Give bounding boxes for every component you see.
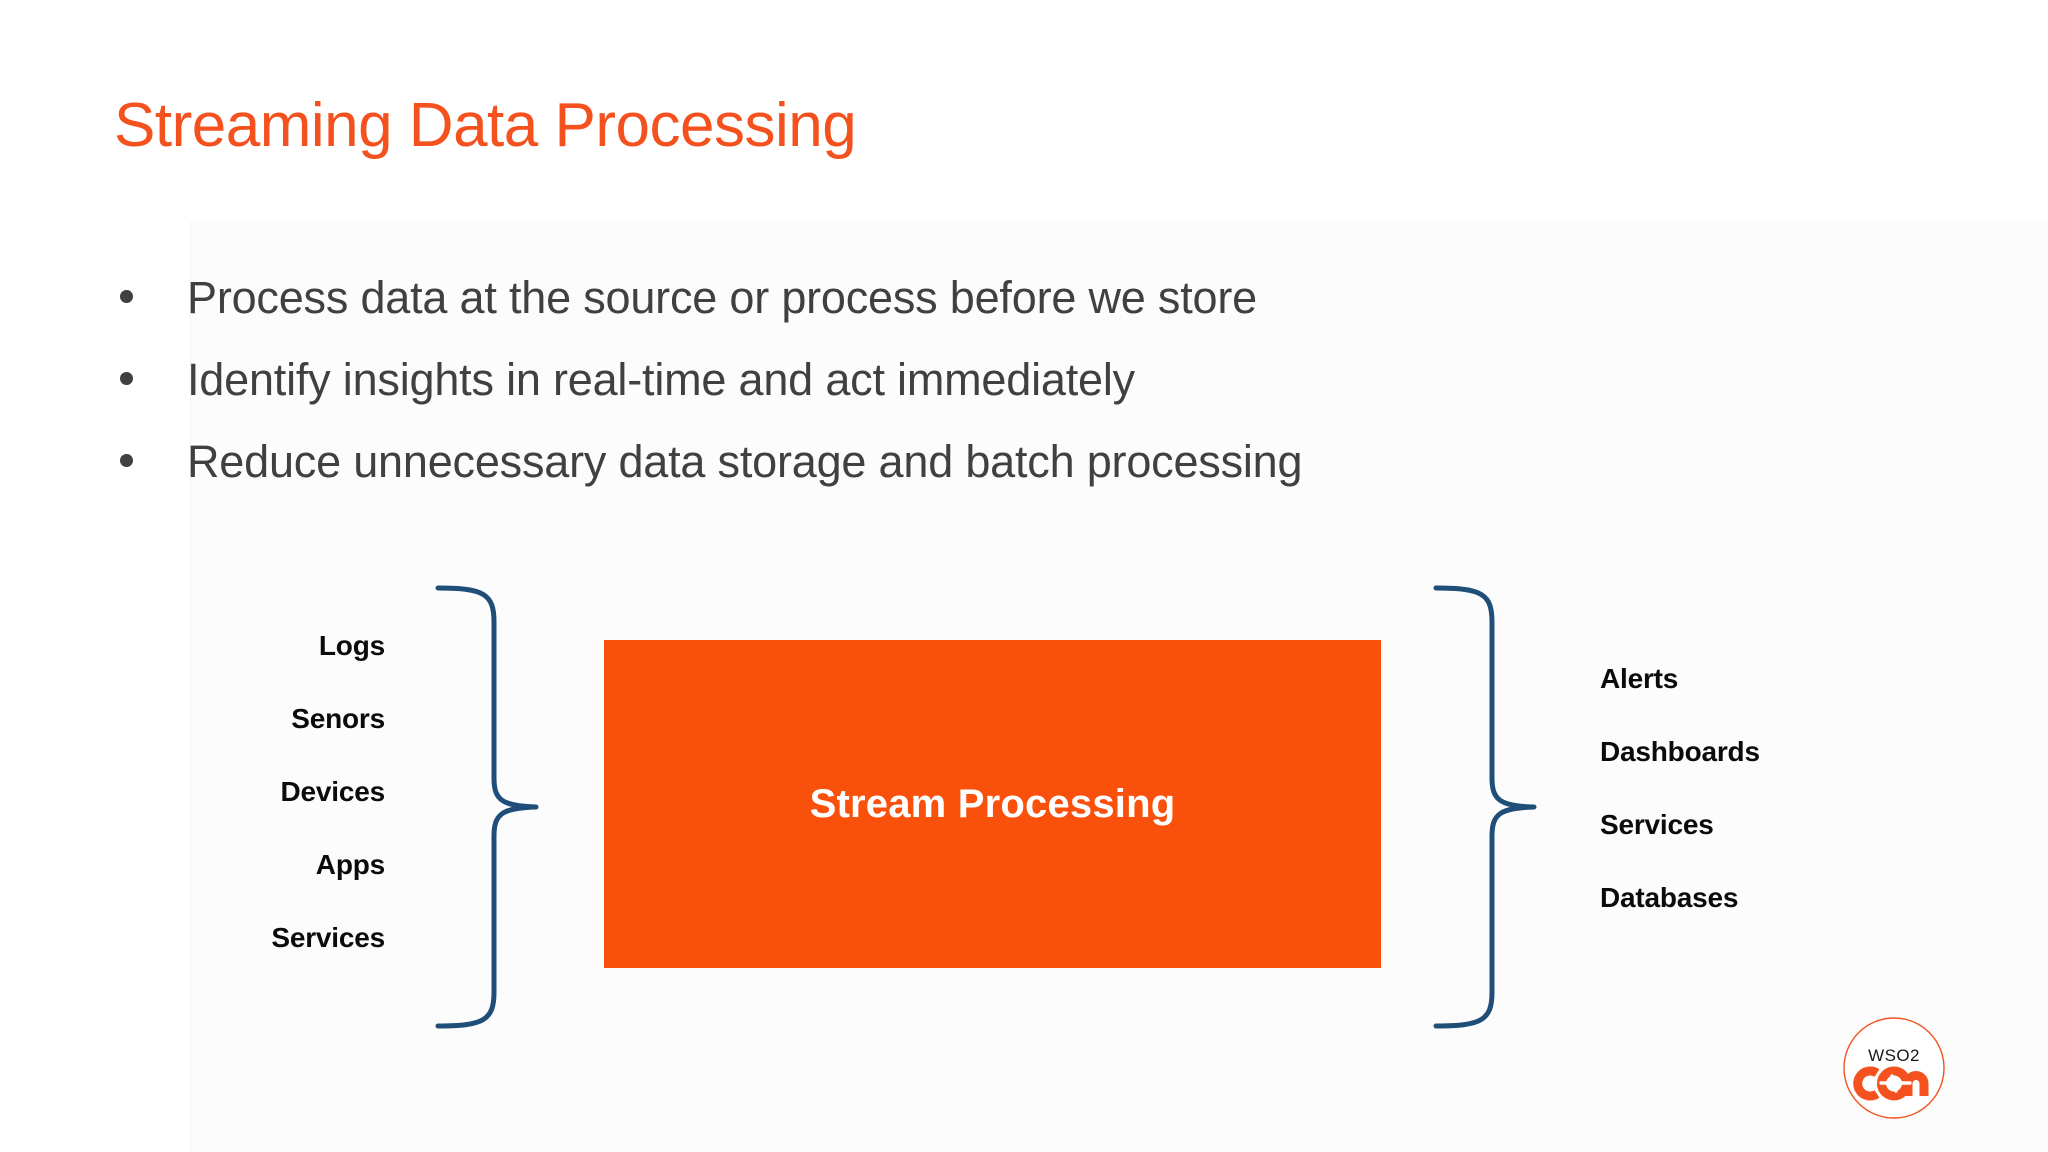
stream-processing-label: Stream Processing [809, 781, 1176, 826]
source-label-devices: Devices [280, 776, 386, 807]
bullet-text: Reduce unnecessary data storage and batc… [187, 436, 1303, 487]
bullet-dot-icon [120, 372, 133, 385]
list-item: Reduce unnecessary data storage and batc… [120, 436, 1920, 518]
destination-label-alerts: Alerts [1600, 663, 1679, 694]
destination-label-services: Services [1600, 809, 1714, 840]
destination-label-dashboards: Dashboards [1600, 736, 1760, 767]
source-label-logs: Logs [318, 630, 385, 661]
diagram-destination-labels: Alerts Dashboards Services Databases [1600, 665, 1920, 957]
list-item: Identify insights in real-time and act i… [120, 354, 1920, 436]
bullet-list: Process data at the source or process be… [120, 272, 1920, 518]
destination-label-databases: Databases [1600, 882, 1739, 913]
diagram-source-labels: Logs Senors Devices Apps Services [150, 632, 385, 997]
bullet-dot-icon [120, 454, 133, 467]
wso2con-logo: WSO2 [1843, 1017, 1945, 1119]
page-title: Streaming Data Processing [114, 91, 857, 160]
content-left-guide [190, 222, 191, 1152]
logo-con-mark [1853, 1066, 1929, 1101]
heartbeat-icon [1879, 1074, 1912, 1093]
bullet-text: Process data at the source or process be… [187, 272, 1257, 323]
stream-processing-box: Stream Processing [604, 640, 1381, 968]
source-label-apps: Apps [315, 849, 385, 880]
source-label-services: Services [271, 922, 385, 953]
bullet-text: Identify insights in real-time and act i… [187, 354, 1135, 405]
logo-wordmark-top: WSO2 [1868, 1046, 1920, 1065]
stream-processing-diagram: Logs Senors Devices Apps Services Stream… [0, 560, 2048, 1060]
curly-brace-icon [1433, 585, 1537, 1029]
list-item: Process data at the source or process be… [120, 272, 1920, 354]
bullet-dot-icon [120, 290, 133, 303]
source-label-senors: Senors [291, 703, 385, 734]
curly-brace-icon [435, 585, 539, 1029]
